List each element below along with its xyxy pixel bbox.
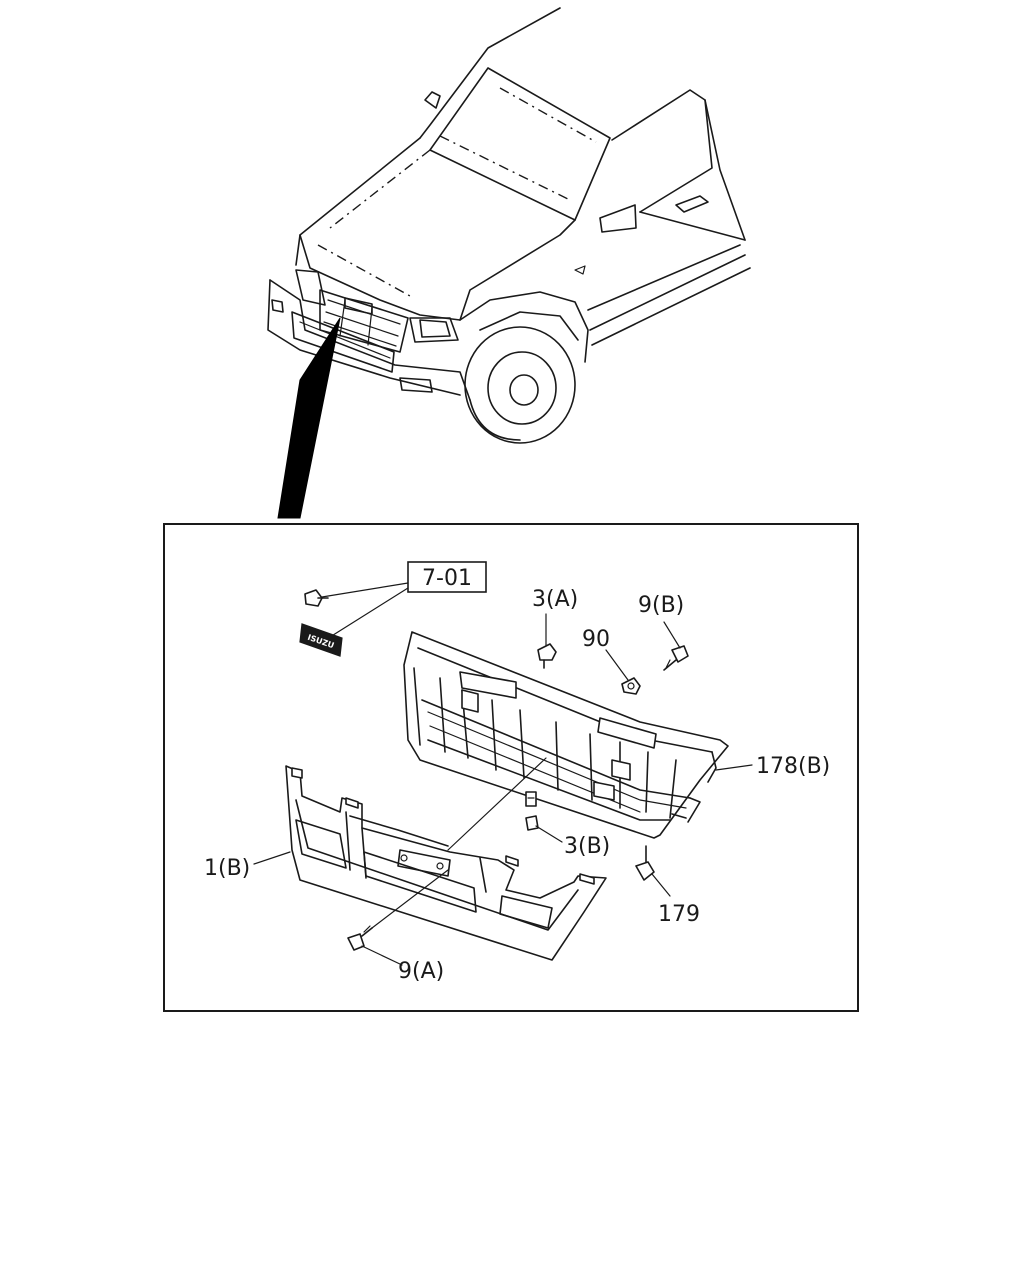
callout-9a: 9(A)	[398, 959, 444, 984]
upper-grille-178b	[403, 631, 729, 839]
screw-9b	[663, 645, 689, 671]
callout-90: 90	[582, 627, 610, 652]
detail-frame	[163, 523, 859, 1012]
callout-179: 179	[658, 902, 700, 927]
isuzu-emblem: ISUZU	[299, 623, 343, 657]
reference-box-label: 7-01	[422, 566, 472, 591]
callout-3a: 3(A)	[532, 587, 578, 612]
callout-3b: 3(B)	[564, 834, 610, 859]
emblem-clip	[304, 589, 329, 607]
callout-9b: 9(B)	[638, 593, 684, 618]
vehicle-illustration	[267, 7, 751, 519]
screw-9a	[347, 925, 373, 951]
clip-3a	[537, 643, 557, 669]
nut-90	[621, 677, 641, 695]
callout-178b: 178(B)	[756, 754, 830, 779]
clip-3b	[525, 815, 539, 831]
reference-box-7-01: 7-01	[407, 561, 487, 593]
callout-1b: 1(B)	[204, 856, 250, 881]
clip-3b-upper	[525, 791, 537, 807]
clip-179	[635, 845, 655, 881]
lower-grille-1b	[285, 765, 607, 961]
